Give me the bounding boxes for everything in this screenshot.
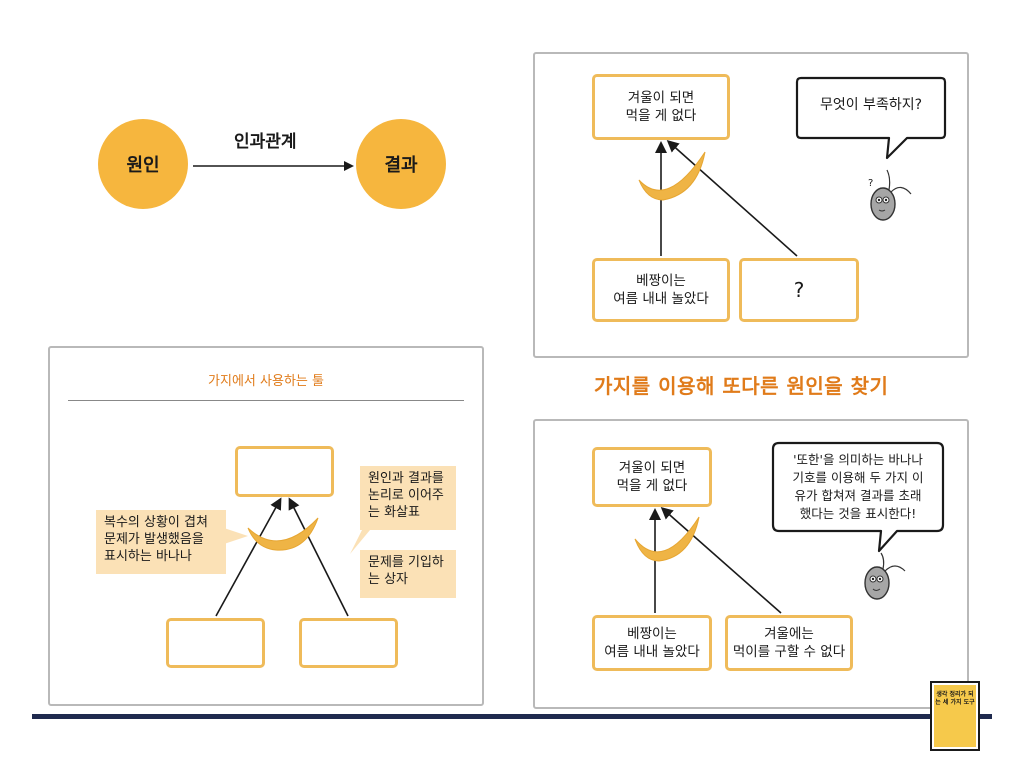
relation-label: 인과관계 [234,132,297,152]
panel-bottom-effect-box: 겨울이 되면 먹을 게 없다 [592,447,712,507]
critter-icon [870,169,912,221]
speech-bubble-top-text: 무엇이 부족하지? [819,97,923,113]
speech-bubble-top [795,76,947,160]
panel-bottom-example: 겨울이 되면 먹을 게 없다 베짱이는 여름 내내 놀았다 겨울에는 먹이를 구… [533,419,969,709]
panel-tools-title: 가지에서 사용하는 툴 [208,374,324,389]
footer-rule [32,714,992,719]
panel-top-diagram-lines [638,76,947,257]
banana-icon [638,151,706,201]
critter-question-mark: ? [868,178,874,189]
cause-circle: 원인 [98,119,188,209]
book-cover-thumbnail: 생각 정리가 되는 세 가지 도구 [930,681,980,751]
note-arrow: 원인과 결과를 논리로 이어주 는 화살표 [360,466,456,530]
tools-bottom-left-box [166,618,265,668]
banana-icon [247,517,319,551]
panel-tools-divider [68,400,464,401]
speech-bubble-bottom [771,441,945,553]
effect-label: 결과 [384,155,418,176]
tools-top-box [235,446,334,497]
panel-bottom-cause-box-right: 겨울에는 먹이를 구할 수 없다 [725,615,853,671]
critter-icon [864,552,906,600]
panel-bottom-diagram-lines [634,441,945,614]
panel-tools: 가지에서 사용하는 툴 복수의 상황이 겹쳐 문제가 발생했음을 표시하는 바나… [48,346,484,706]
speech-bubble-bottom-text: '또한'을 의미하는 바나나 기호를 이용해 두 가지 이 유가 합쳐져 결과를… [792,452,924,521]
banana-icon [634,516,700,562]
panel-bottom-cause-box-left: 베짱이는 여름 내내 놀았다 [592,615,712,671]
book-title: 생각 정리가 되는 세 가지 도구 [935,691,975,706]
note-box: 문제를 기입하 는 상자 [360,550,456,598]
effect-circle: 결과 [356,119,446,209]
panel-top-cause-box-right: ? [739,258,859,322]
panel-top-effect-box: 겨울이 되면 먹을 게 없다 [592,74,730,140]
note-banana: 복수의 상황이 겹쳐 문제가 발생했음을 표시하는 바나나 [96,510,226,574]
cause-label: 원인 [126,155,160,176]
panel-top-cause-box-left: 베짱이는 여름 내내 놀았다 [592,258,730,322]
panel-top-example: 겨울이 되면 먹을 게 없다 베짱이는 여름 내내 놀았다 ? 무엇이 부족하지… [533,52,969,358]
section-heading: 가지를 이용해 또다른 원인을 찾기 [594,374,889,398]
tools-bottom-right-box [299,618,398,668]
